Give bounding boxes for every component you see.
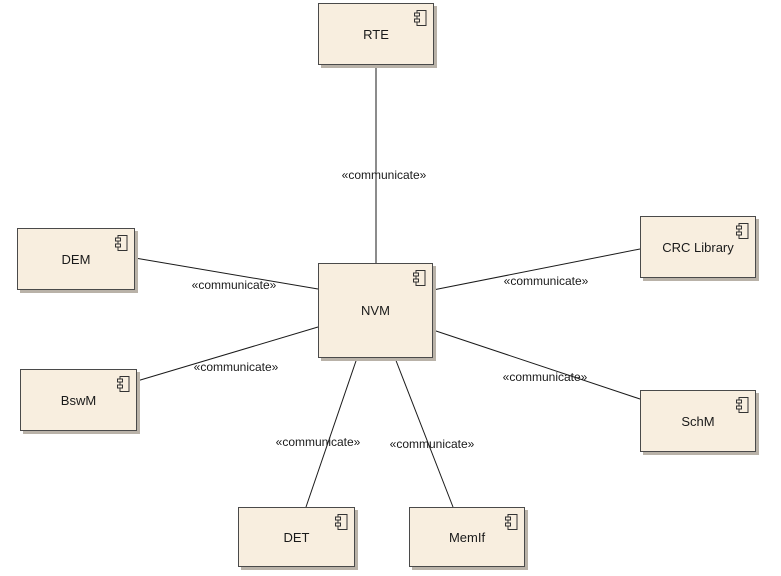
component-icon (335, 514, 348, 530)
connector-label-dem: «communicate» (191, 278, 277, 292)
connector-label-rte: «communicate» (341, 168, 427, 182)
component-bswm[interactable]: BswM (20, 369, 137, 431)
connector-nvm-det (305, 357, 358, 508)
connector-nvm-bswm (136, 326, 319, 382)
component-icon (413, 270, 426, 286)
connector-label-memif: «communicate» (389, 437, 475, 451)
component-label: BswM (60, 392, 97, 408)
component-nvm[interactable]: NVM (318, 263, 433, 358)
component-det[interactable]: DET (238, 507, 355, 567)
component-label: SchM (681, 413, 715, 429)
component-icon (736, 223, 749, 239)
component-icon (505, 514, 518, 530)
connector-nvm-memif (394, 357, 454, 508)
component-label: RTE (363, 26, 389, 42)
component-dem[interactable]: DEM (17, 228, 135, 290)
connector-label-bswm: «communicate» (193, 360, 279, 374)
component-label: NVM (361, 303, 390, 318)
component-crc-library[interactable]: CRC Library (640, 216, 756, 278)
component-icon (117, 376, 130, 392)
component-label: DEM (61, 251, 91, 267)
component-schm[interactable]: SchM (640, 390, 756, 452)
component-label: MemIf (448, 529, 486, 545)
component-icon (736, 397, 749, 413)
connector-nvm-schm (432, 329, 641, 400)
connector-nvm-crc (432, 248, 641, 291)
connector-label-schm: «communicate» (502, 370, 588, 384)
connector-label-crc: «communicate» (503, 274, 589, 288)
component-label: DET (283, 529, 310, 545)
component-memif[interactable]: MemIf (409, 507, 525, 567)
connector-nvm-dem (134, 257, 319, 290)
component-rte[interactable]: RTE (318, 3, 434, 65)
connector-label-det: «communicate» (275, 435, 361, 449)
component-label: CRC Library (662, 239, 734, 255)
component-icon (115, 235, 128, 251)
component-icon (414, 10, 427, 26)
